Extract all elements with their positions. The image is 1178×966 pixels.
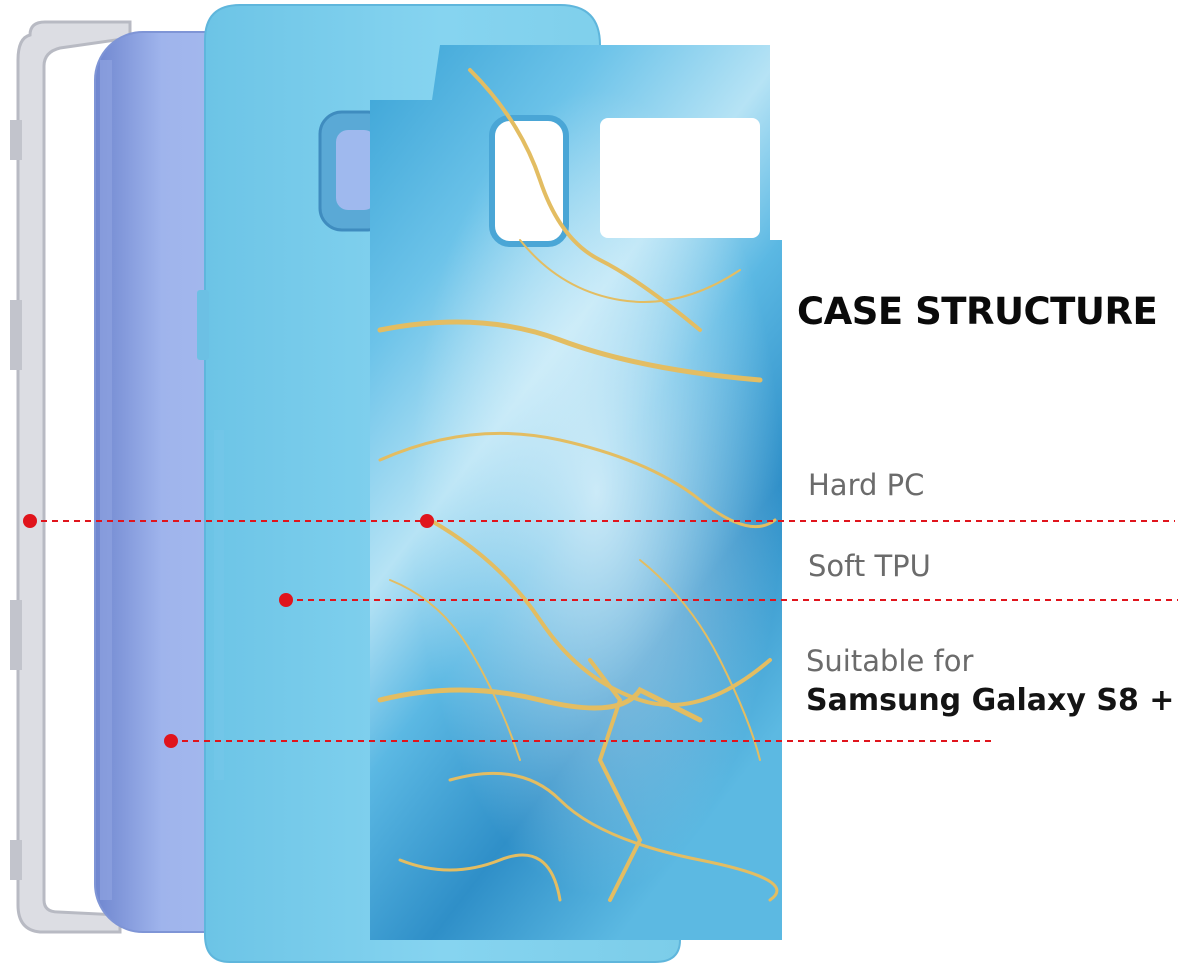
soft-tpu-label: Soft TPU — [808, 549, 931, 583]
callout-phone — [164, 734, 992, 748]
transparent-frame-icon — [10, 20, 132, 934]
suitable-for-label: Suitable for — [806, 644, 974, 678]
callout-dot-soft-tpu — [279, 593, 293, 607]
marble-hard-shell-icon — [370, 45, 782, 940]
case-structure-heading: CASE STRUCTURE — [797, 290, 1158, 333]
callout-soft-tpu — [279, 593, 1178, 607]
callout-hard-pc — [23, 514, 1175, 528]
phone-model-label: Samsung Galaxy S8 + — [806, 683, 1175, 718]
callout-dot-frame — [23, 514, 37, 528]
hard-pc-label: Hard PC — [808, 468, 925, 502]
callout-dot-phone — [164, 734, 178, 748]
callout-dot-hard-pc — [420, 514, 434, 528]
